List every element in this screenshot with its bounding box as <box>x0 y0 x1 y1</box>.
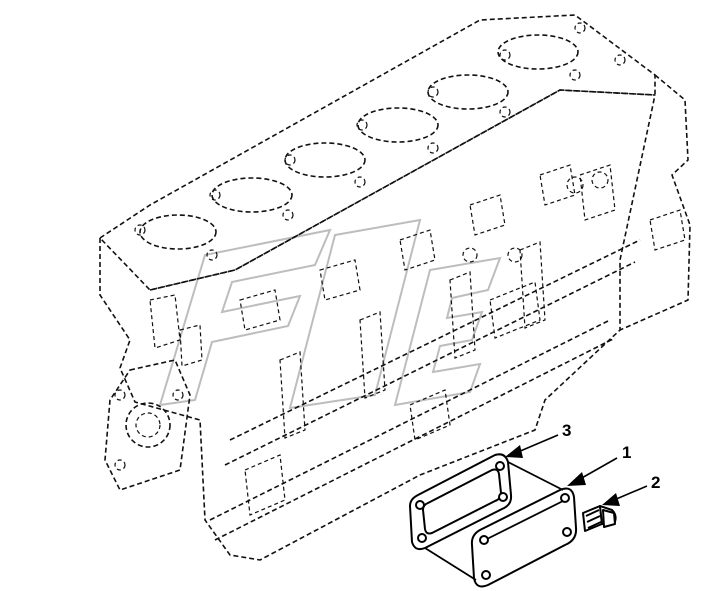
callout-3: 3 <box>562 421 571 440</box>
callout-2: 2 <box>651 473 660 492</box>
cover-gasket <box>409 453 513 551</box>
arrowhead-3 <box>505 445 523 458</box>
cylinder-bore-3 <box>284 142 366 178</box>
arrowhead-1 <box>567 472 586 486</box>
leader-line-2 <box>613 485 648 501</box>
cylinder-bore-1 <box>139 214 217 250</box>
arrowhead-2 <box>602 493 620 506</box>
callout-leaders <box>505 434 648 506</box>
leader-line-1 <box>579 457 618 480</box>
engine-block-outline <box>99 14 691 561</box>
cylinder-bore-2 <box>211 177 293 213</box>
cylinder-bore-4 <box>357 107 439 143</box>
capscrew <box>582 505 617 532</box>
front-crank-bore <box>125 402 171 448</box>
callout-1: 1 <box>622 443 631 462</box>
alignment-line <box>507 461 564 491</box>
cylinder-bore-5 <box>427 74 509 110</box>
cover-plate <box>470 487 578 588</box>
cylinder-bore-6 <box>497 34 579 70</box>
alignment-line <box>424 547 477 581</box>
leader-line-3 <box>517 434 559 453</box>
watermark-logo <box>158 218 502 410</box>
